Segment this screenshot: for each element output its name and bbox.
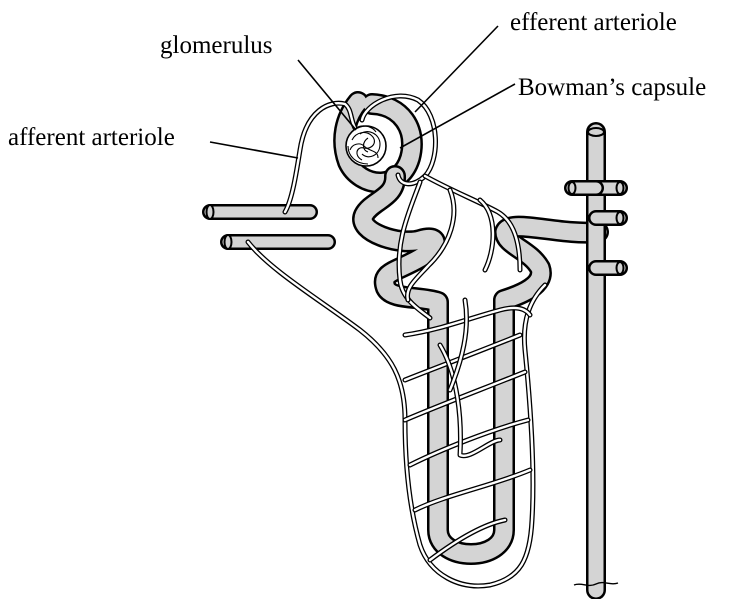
leader-efferent (415, 26, 498, 112)
leader-glomerulus (298, 60, 356, 130)
collecting-duct (569, 128, 624, 590)
label-efferent-arteriole: efferent arteriole (510, 9, 677, 36)
leader-afferent (210, 142, 298, 158)
interlobular-vessels (207, 205, 329, 249)
label-bowmans-capsule: Bowman’s capsule (518, 74, 706, 101)
renal-tubule (363, 176, 598, 554)
glomerulus (346, 126, 386, 166)
leader-bowman (400, 84, 515, 148)
label-afferent-arteriole: afferent arteriole (8, 124, 175, 151)
label-glomerulus: glomerulus (160, 32, 273, 59)
